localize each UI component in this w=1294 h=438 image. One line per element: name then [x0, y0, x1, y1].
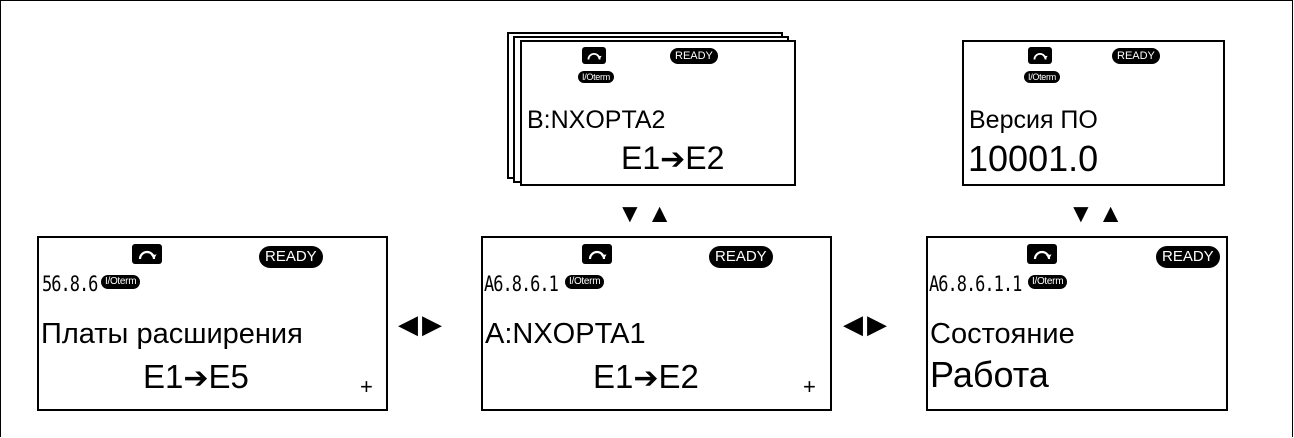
right-arrow-icon: ➔: [183, 362, 209, 395]
panel-title: B:NXOPTA2: [527, 106, 666, 134]
menu-code: 56.8.6: [42, 272, 98, 297]
panel-software-version: READY I/Oterm Версия ПО 10001.0: [962, 40, 1225, 186]
panel-title: Платы расширения: [41, 318, 303, 350]
left-right-arrows: ◀▶: [398, 309, 446, 339]
range-to: E2: [658, 358, 699, 395]
right-arrow-icon: ➔: [633, 362, 659, 395]
range-from: E1: [621, 140, 661, 176]
range-to: E5: [208, 358, 249, 395]
pager-icon: +: [360, 374, 373, 399]
panel-title: Состояние: [930, 318, 1075, 350]
panel-title: Версия ПО: [969, 106, 1098, 134]
ready-badge: READY: [1112, 48, 1160, 64]
panel-status: READY A6.8.6.1.1 I/Oterm Состояние Работ…: [926, 236, 1228, 411]
panel-range: E1➔E2: [621, 140, 724, 177]
io-term-badge: I/Oterm: [101, 275, 141, 289]
io-term-badge: I/Oterm: [1024, 71, 1060, 83]
panel-slot-b: READY I/Oterm B:NXOPTA2 E1➔E2: [520, 40, 796, 186]
io-term-badge: I/Oterm: [1028, 275, 1068, 289]
ready-badge: READY: [670, 48, 718, 64]
range-from: E1: [143, 358, 184, 395]
panel-expander-boards: READY 56.8.6 I/Oterm Платы расширения E1…: [37, 236, 388, 411]
io-term-badge: I/Oterm: [565, 275, 605, 289]
panel-slot-a: READY A6.8.6.1 I/Oterm A:NXOPTA1 E1➔E2 +: [481, 236, 832, 411]
right-arrow-icon: ➔: [660, 143, 686, 176]
down-up-arrows: ▼▲: [1068, 198, 1128, 228]
ready-badge: READY: [1156, 246, 1220, 268]
panel-range: E1➔E5: [143, 358, 249, 396]
panel-value: 10001.0: [968, 138, 1099, 179]
menu-code: A6.8.6.1: [484, 272, 559, 297]
ready-badge: READY: [709, 246, 773, 268]
left-right-arrows: ◀▶: [843, 309, 891, 339]
ready-badge: READY: [259, 246, 323, 268]
panel-range: E1➔E2: [593, 358, 699, 396]
rotation-icon: [132, 244, 162, 264]
rotation-icon: [582, 47, 606, 64]
rotation-icon: [1027, 244, 1057, 264]
panel-value: Работа: [930, 354, 1049, 395]
range-from: E1: [593, 358, 634, 395]
io-term-badge: I/Oterm: [578, 71, 614, 83]
pager-icon: +: [803, 374, 816, 399]
panel-title: A:NXOPTA1: [485, 318, 646, 350]
rotation-icon: [582, 244, 612, 264]
rotation-icon: [1028, 47, 1052, 64]
down-up-arrows: ▼▲: [617, 198, 677, 228]
menu-code: A6.8.6.1.1: [929, 272, 1022, 297]
range-to: E2: [685, 140, 725, 176]
